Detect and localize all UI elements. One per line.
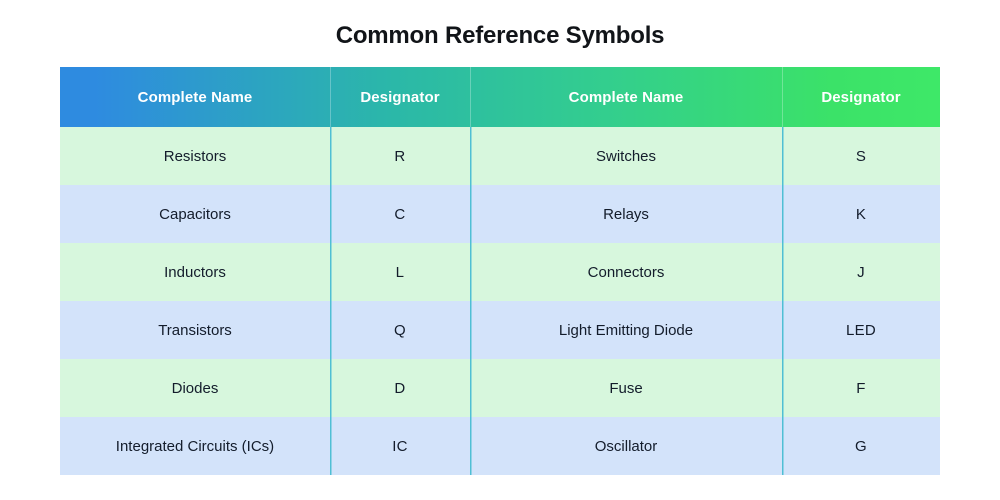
cell-complete-name-right: Switches <box>470 127 782 185</box>
table-row: Transistors Q Light Emitting Diode LED <box>60 301 940 359</box>
table-row: Inductors L Connectors J <box>60 243 940 301</box>
cell-designator-right: S <box>782 127 940 185</box>
reference-symbols-table-wrapper: Complete Name Designator Complete Name D… <box>60 67 940 475</box>
table-row: Resistors R Switches S <box>60 127 940 185</box>
cell-designator-left: L <box>330 243 470 301</box>
cell-complete-name-left: Integrated Circuits (ICs) <box>60 417 330 475</box>
cell-designator-left: Q <box>330 301 470 359</box>
cell-complete-name-left: Inductors <box>60 243 330 301</box>
cell-complete-name-left: Capacitors <box>60 185 330 243</box>
cell-designator-right: J <box>782 243 940 301</box>
cell-complete-name-right: Fuse <box>470 359 782 417</box>
page-title: Common Reference Symbols <box>335 22 665 49</box>
table-header: Complete Name Designator Complete Name D… <box>60 67 940 127</box>
table-body: Resistors R Switches S Capacitors C Rela… <box>60 127 940 475</box>
table-row: Capacitors C Relays K <box>60 185 940 243</box>
cell-designator-left: IC <box>330 417 470 475</box>
cell-complete-name-left: Diodes <box>60 359 330 417</box>
cell-designator-right: G <box>782 417 940 475</box>
cell-complete-name-left: Transistors <box>60 301 330 359</box>
table-row: Integrated Circuits (ICs) IC Oscillator … <box>60 417 940 475</box>
cell-complete-name-right: Oscillator <box>470 417 782 475</box>
column-header-designator-left[interactable]: Designator <box>330 67 470 127</box>
cell-designator-right: F <box>782 359 940 417</box>
cell-designator-right: K <box>782 185 940 243</box>
cell-complete-name-left: Resistors <box>60 127 330 185</box>
cell-designator-right: LED <box>782 301 940 359</box>
cell-designator-left: D <box>330 359 470 417</box>
cell-complete-name-right: Light Emitting Diode <box>470 301 782 359</box>
table-row: Diodes D Fuse F <box>60 359 940 417</box>
column-header-complete-name-right[interactable]: Complete Name <box>470 67 782 127</box>
column-header-designator-right[interactable]: Designator <box>782 67 940 127</box>
column-header-complete-name-left[interactable]: Complete Name <box>137 88 253 106</box>
cell-designator-left: C <box>330 185 470 243</box>
cell-complete-name-right: Connectors <box>470 243 782 301</box>
cell-complete-name-right: Relays <box>470 185 782 243</box>
reference-symbols-table: Complete Name Designator Complete Name D… <box>60 67 940 475</box>
cell-designator-left: R <box>330 127 470 185</box>
table-header-row: Complete Name Designator Complete Name D… <box>60 67 940 127</box>
